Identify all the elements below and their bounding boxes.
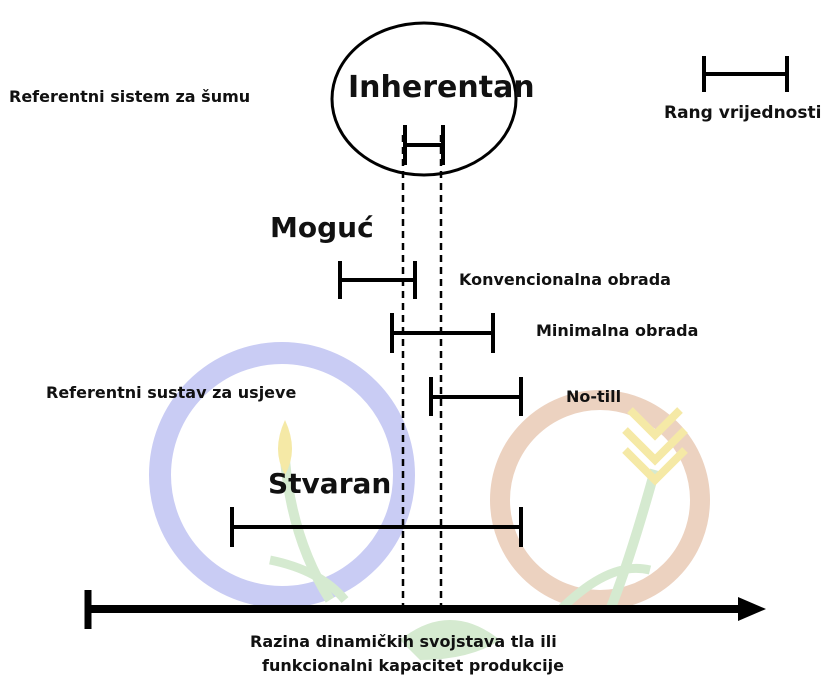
notill-label: No-till — [566, 387, 622, 406]
watermark-brown-ring — [490, 390, 710, 610]
axis-label-line2: funkcionalni kapacitet produkcije — [262, 656, 564, 675]
inherent-label: Inherentan — [348, 70, 535, 105]
actual-range-bar — [230, 507, 523, 547]
watermark-left-leaf — [269, 555, 349, 603]
notill-range-bar — [429, 377, 523, 416]
actual-label: Stvaran — [268, 467, 392, 500]
minimal-range-bar — [390, 313, 495, 353]
crop-reference-label: Referentni sustav za usjeve — [46, 383, 297, 402]
watermark-wheat-right — [622, 407, 688, 486]
watermark-left-stem — [280, 459, 335, 603]
possible-label: Moguć — [270, 211, 374, 244]
forest-reference-label: Referentni sistem za šumu — [9, 87, 251, 106]
watermark-right-stem — [605, 468, 660, 612]
axis-arrow — [84, 590, 766, 629]
conventional-range-bar — [338, 261, 417, 299]
conventional-label: Konvencionalna obrada — [459, 270, 671, 289]
inherent-ellipse — [330, 21, 518, 177]
watermark-wheat-left — [278, 420, 292, 475]
range-legend-label: Rang vrijednosti — [664, 103, 822, 123]
minimal-label: Minimalna obrada — [536, 321, 699, 340]
watermark-right-leaf — [556, 563, 652, 614]
watermark-center-leaf — [400, 620, 500, 660]
legend-range-bar — [702, 56, 789, 92]
axis-label-line1: Razina dinamičkih svojstava tla ili — [250, 632, 557, 651]
inherent-range-bar — [403, 125, 445, 165]
